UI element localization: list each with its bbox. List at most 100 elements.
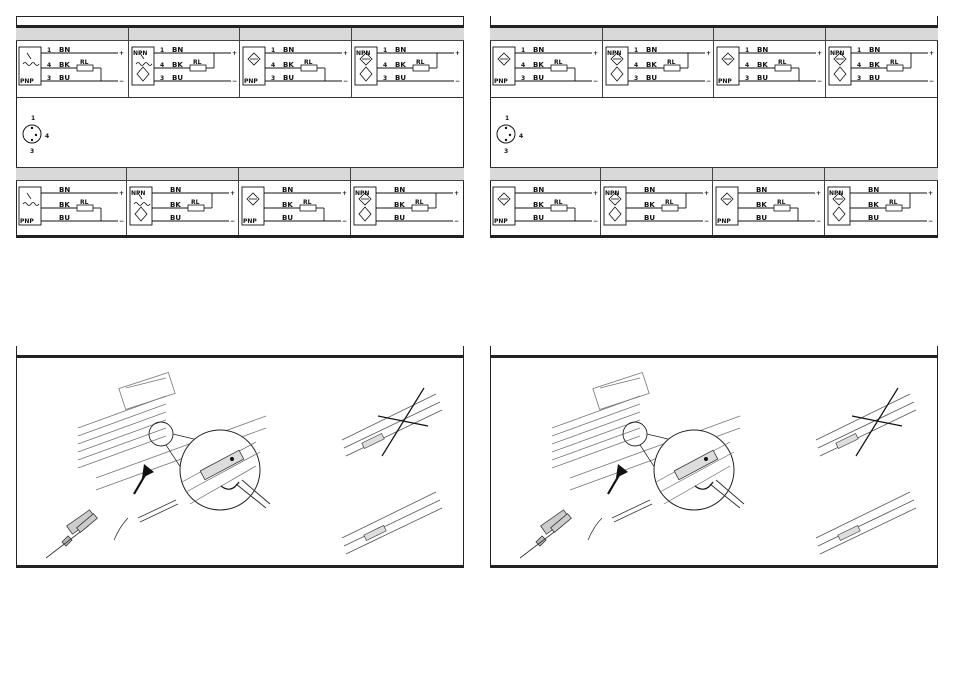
pin-1-label: 1 <box>745 47 749 54</box>
inductive-symbol-icon <box>135 62 153 66</box>
wire-bu-label: BU <box>757 74 768 82</box>
minus-marker: − <box>343 78 348 85</box>
npn-label: NPN <box>355 190 369 197</box>
plus-marker: + <box>928 190 933 197</box>
wire-bk-label: BK <box>756 201 767 209</box>
sensor-box <box>716 46 740 86</box>
pin-1-label: 1 <box>857 47 861 54</box>
sensor-box <box>492 46 516 86</box>
capacitive-symbol-icon <box>358 192 372 206</box>
capacitive-symbol-icon <box>833 52 847 66</box>
minus-marker: − <box>593 78 598 85</box>
wire-bn-label: BN <box>646 46 657 54</box>
npn-label: NPN <box>133 50 147 57</box>
wire-bu-label: BU <box>646 74 657 82</box>
minus-marker: − <box>342 218 347 225</box>
pin-label-4: 4 <box>45 133 49 140</box>
capacitive-symbol-icon <box>247 52 261 66</box>
sensor-box <box>828 46 852 86</box>
npn-label: NPN <box>356 50 370 57</box>
wire-bu-label: BU <box>395 74 406 82</box>
plus-marker: + <box>593 50 598 57</box>
pin-1-label: 1 <box>271 47 275 54</box>
pin-4-label: 4 <box>160 62 164 69</box>
wire-bk-label: BK <box>644 201 655 209</box>
sensor-box <box>605 46 629 86</box>
table-header-row <box>16 28 464 41</box>
pnp-label: PNP <box>718 78 732 85</box>
load-label: RL <box>665 199 674 206</box>
minus-marker: − <box>119 218 124 225</box>
wire-bn-label: BN <box>868 186 879 194</box>
npn-label: NPN <box>829 190 843 197</box>
load-label: RL <box>889 199 898 206</box>
sensor-box <box>241 186 265 226</box>
wire-bu-label: BU <box>644 214 655 222</box>
plus-marker: + <box>454 190 459 197</box>
wire-bn-label: BN <box>59 186 70 194</box>
wire-bu-label: BU <box>59 74 70 82</box>
mounting-illustration <box>519 371 917 559</box>
mounting-illustration <box>45 371 443 559</box>
pin-3-label: 3 <box>383 75 387 82</box>
wire-bu-label: BU <box>282 214 293 222</box>
load-label: RL <box>303 199 312 206</box>
capacitive-symbol-icon <box>497 52 511 66</box>
plus-marker: + <box>704 190 709 197</box>
plus-marker: + <box>343 50 348 57</box>
pin-1-label: 1 <box>383 47 387 54</box>
capacitive-symbol-icon <box>720 192 734 206</box>
connector-pinout: 1 4 3 <box>20 113 60 162</box>
plus-marker: + <box>455 50 460 57</box>
sensor-box <box>603 186 627 226</box>
sensor-box <box>353 186 377 226</box>
wire-bk-label: BK <box>282 201 293 209</box>
plus-marker: + <box>593 190 598 197</box>
table-header-row <box>490 28 938 41</box>
inductive-symbol-icon <box>133 202 151 206</box>
pin-label-3: 3 <box>504 148 508 155</box>
plus-marker: + <box>816 190 821 197</box>
wire-bn-label: BN <box>59 46 70 54</box>
wire-bn-label: BN <box>282 186 293 194</box>
pin-3-label: 3 <box>271 75 275 82</box>
load-label: RL <box>80 59 89 66</box>
arrow-icon <box>133 464 154 495</box>
pin-label-4: 4 <box>519 133 523 140</box>
arrow-icon <box>607 464 628 495</box>
wire-bk-label: BK <box>394 201 405 209</box>
minus-marker: − <box>817 78 822 85</box>
pnp-label: PNP <box>244 78 258 85</box>
sensor-box <box>242 46 266 86</box>
wire-bu-label: BU <box>756 214 767 222</box>
sensor-box <box>129 186 153 226</box>
capacitive-symbol-icon <box>608 192 622 206</box>
capacitive-symbol-icon <box>359 52 373 66</box>
sensor-box <box>354 46 378 86</box>
wire-bn-label: BN <box>395 46 406 54</box>
wire-bn-label: BN <box>394 186 405 194</box>
load-label: RL <box>304 59 313 66</box>
pin-4-label: 4 <box>47 62 51 69</box>
wire-bk-label: BK <box>868 201 879 209</box>
wire-bn-label: BN <box>757 46 768 54</box>
sensor-box <box>18 46 42 86</box>
plus-marker: + <box>119 190 124 197</box>
plus-marker: + <box>119 50 124 57</box>
pin-3-label: 3 <box>47 75 51 82</box>
wire-bk-label: BK <box>646 61 657 69</box>
wire-bu-label: BU <box>283 74 294 82</box>
load-label: RL <box>191 199 200 206</box>
wire-bu-label: BU <box>533 74 544 82</box>
pin-3-label: 3 <box>634 75 638 82</box>
wire-bk-label: BK <box>170 201 181 209</box>
